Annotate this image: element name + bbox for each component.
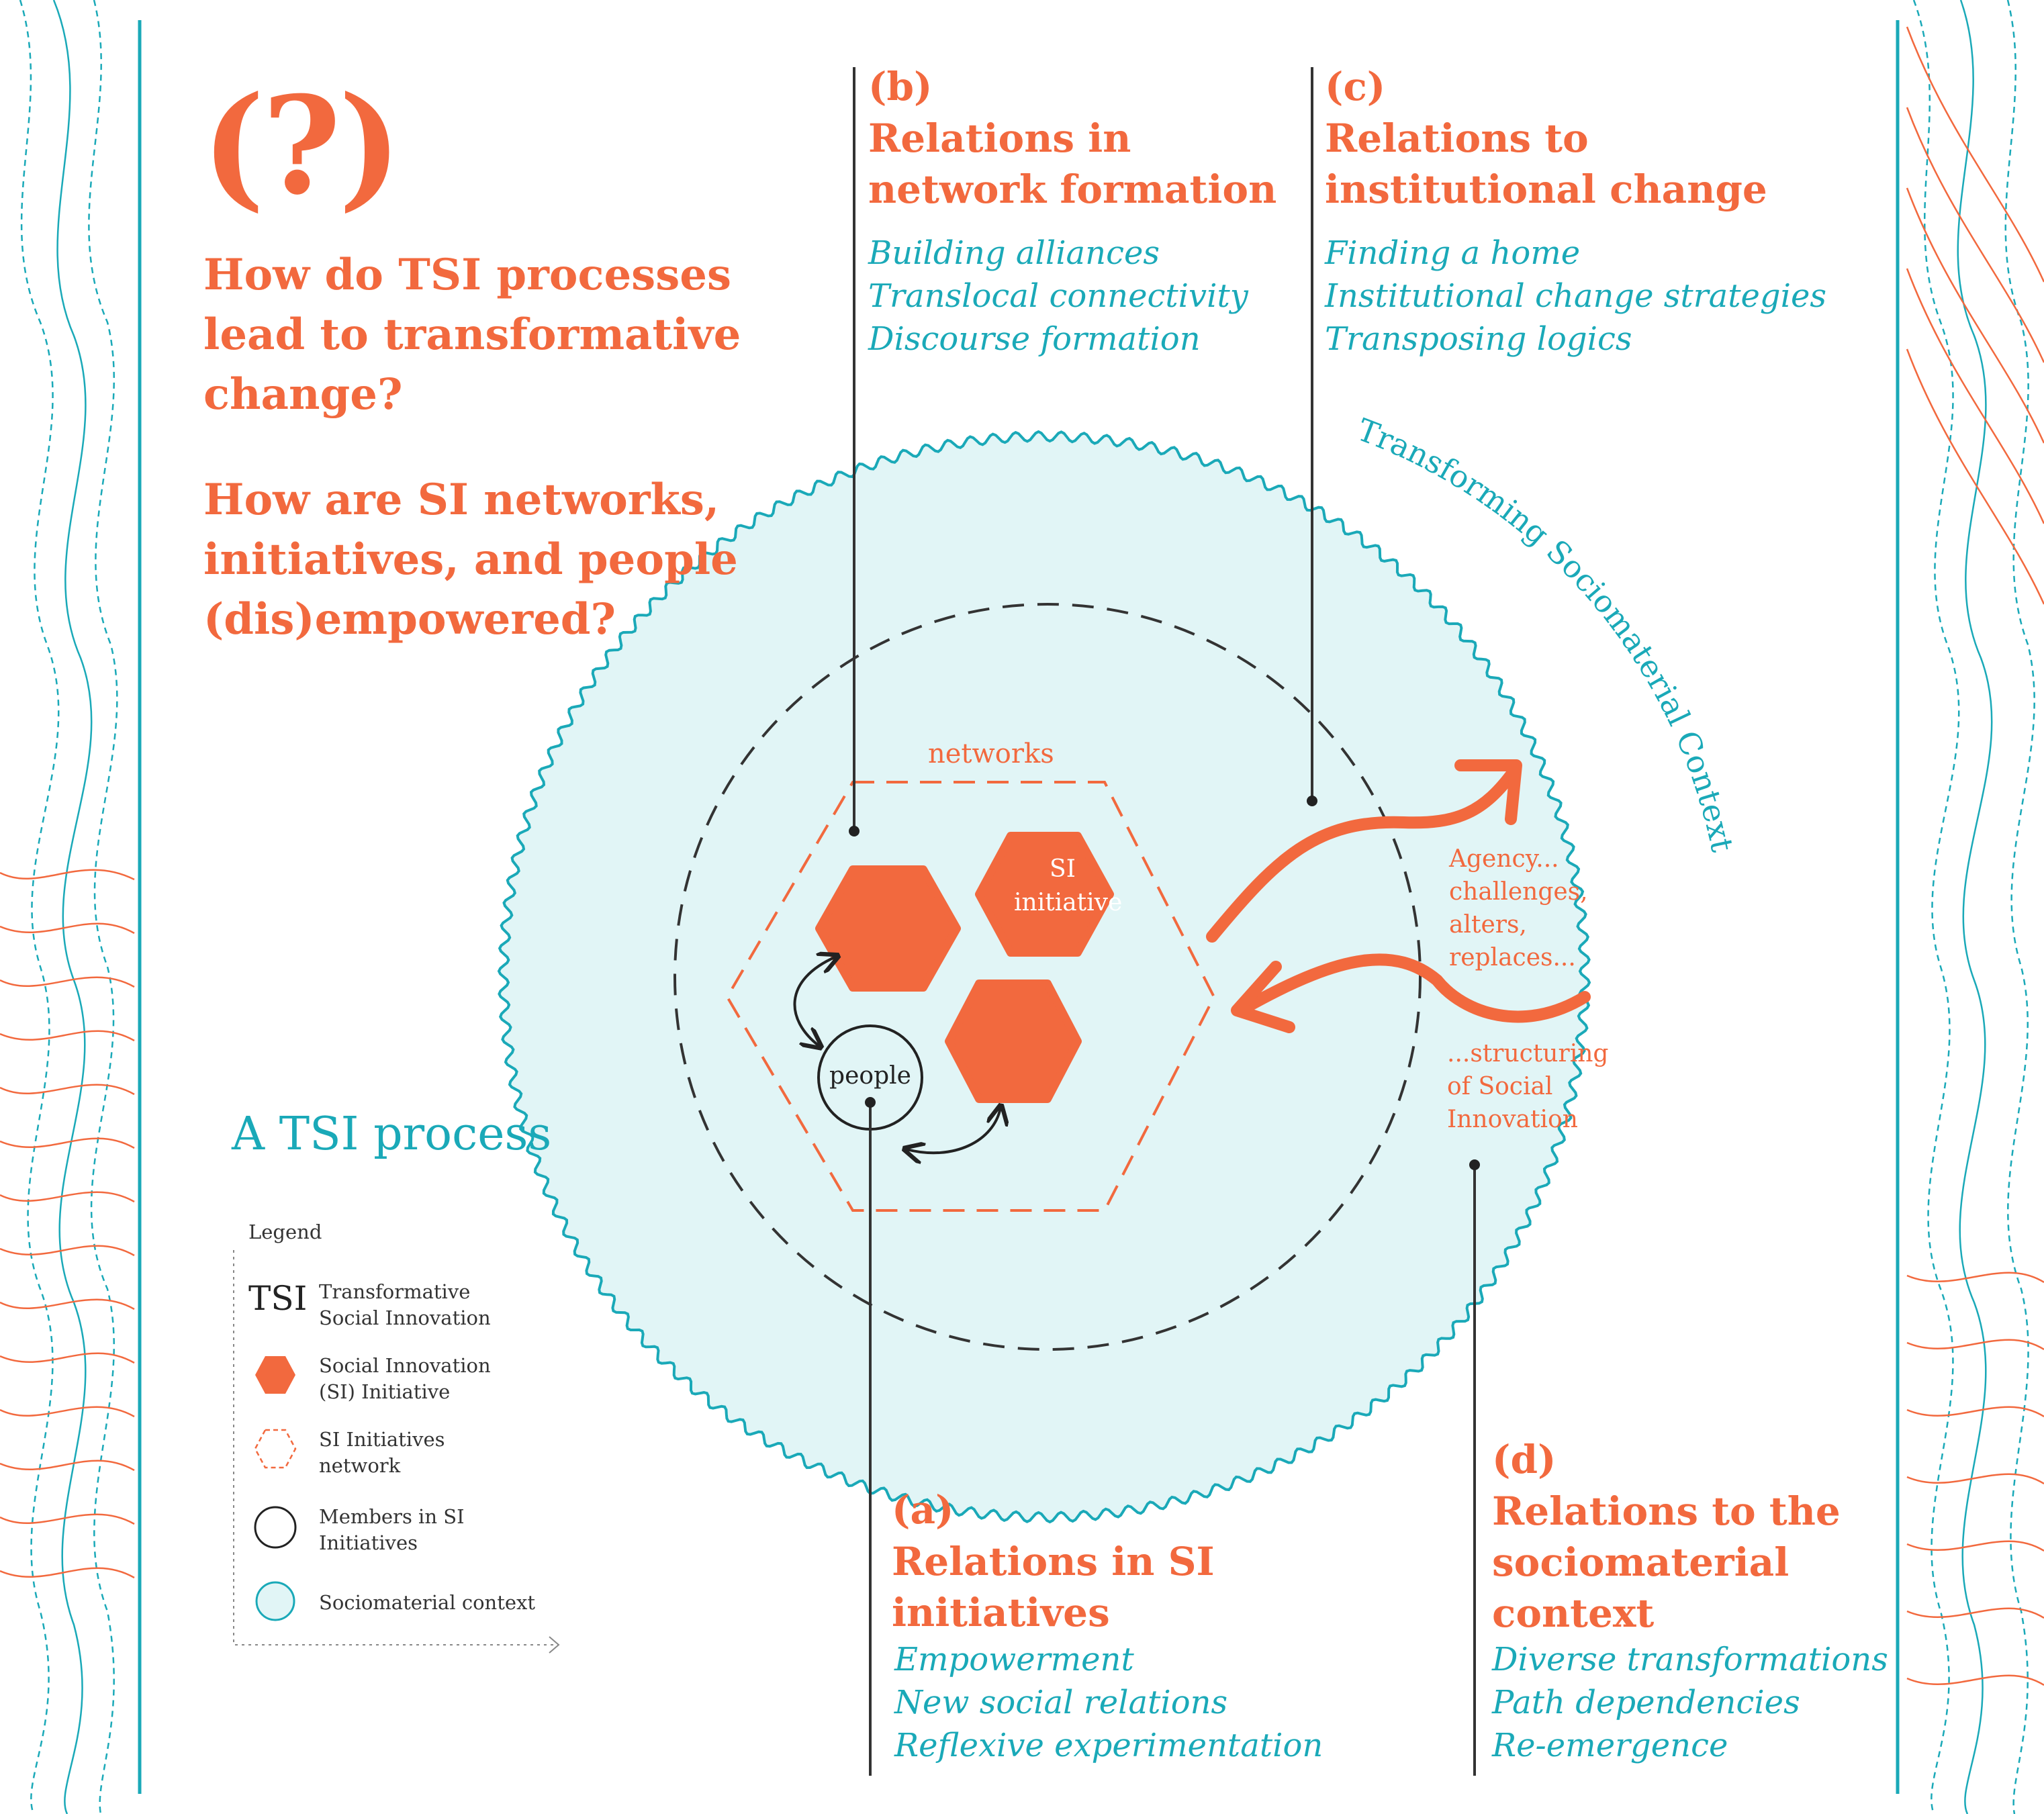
legend-si-initiative-icon <box>255 1356 295 1394</box>
section-a-item: New social relations <box>894 1684 1228 1721</box>
section-c-items: Finding a home Institutional change stra… <box>1325 232 1826 361</box>
section-c-item: Finding a home <box>1325 234 1581 272</box>
legend-frame <box>233 1250 560 1654</box>
si-initiative-hexagon-3 <box>945 980 1082 1103</box>
section-c-letter: (c) <box>1325 64 1386 109</box>
legend-context-icon <box>255 1581 295 1621</box>
si-initiative-hexagon-2 <box>975 832 1114 957</box>
people-initiative-arrow-left <box>793 957 836 1046</box>
section-c-title-line: Relations to <box>1325 115 1589 161</box>
question-1-line: change? <box>203 369 403 420</box>
agency-label-line: challenges, <box>1449 878 1588 906</box>
legend-entry-line: SI Initiatives <box>319 1428 445 1451</box>
section-c-title: Relations to institutional change <box>1325 113 1767 215</box>
structuring-label-line: Innovation <box>1447 1106 1578 1133</box>
right-wave-pattern <box>1906 0 2044 1814</box>
research-question-2: How are SI networks, initiatives, and pe… <box>203 470 738 649</box>
section-b-title-line: network formation <box>868 166 1277 212</box>
agency-label-line: replaces... <box>1449 944 1576 971</box>
structuring-label: ...structuring of Social Innovation <box>1447 1037 1608 1136</box>
section-a-title-line: Relations in SI <box>892 1539 1215 1584</box>
legend-entry-line: Sociomaterial context <box>319 1591 536 1614</box>
legend-entry-line: (SI) Initiative <box>319 1380 451 1403</box>
sociomaterial-context-circle <box>497 430 1591 1524</box>
si-initiative-hexagon-1 <box>815 865 961 992</box>
si-initiative-label-line: SI <box>1050 855 1076 883</box>
section-b-title-line: Relations in <box>868 115 1131 161</box>
structuring-label-line: ...structuring <box>1447 1040 1609 1067</box>
section-a-item: Empowerment <box>894 1641 1134 1678</box>
section-b-letter: (b) <box>868 64 933 109</box>
si-initiative-label-line: initiative <box>1014 889 1123 916</box>
section-a-item: Reflexive experimentation <box>894 1727 1323 1764</box>
agency-label: Agency... challenges, alters, replaces..… <box>1449 843 1588 974</box>
section-b-item: Discourse formation <box>868 320 1201 358</box>
legend-entry-line: Social Innovation <box>319 1354 491 1377</box>
legend-entry-line: Transformative <box>319 1280 471 1303</box>
networks-label: networks <box>928 738 1054 769</box>
legend-entry-line: network <box>319 1454 401 1477</box>
si-initiative-label: SI initiative <box>1014 853 1123 920</box>
legend-entry-tsi: Transformative Social Innovation <box>319 1279 491 1331</box>
section-c-title-line: institutional change <box>1325 166 1767 212</box>
section-a-title: Relations in SI initiatives <box>892 1536 1215 1638</box>
legend-entry-line: Members in SI <box>319 1505 465 1528</box>
section-c-item: Transposing logics <box>1325 320 1632 358</box>
section-a-title-line: initiatives <box>892 1590 1110 1635</box>
section-d-title-line: context <box>1492 1590 1655 1636</box>
networks-hexagon <box>725 781 1216 1212</box>
legend-network-icon <box>254 1429 297 1469</box>
left-wave-pattern <box>0 0 135 1814</box>
research-question-1: How do TSI processes lead to transformat… <box>203 245 741 424</box>
question-1-line: lead to transformative <box>203 309 741 360</box>
legend-tsi-symbol: TSI <box>248 1279 308 1318</box>
people-label: people <box>829 1062 911 1090</box>
section-b-item: Building alliances <box>868 234 1160 272</box>
section-d-letter: (d) <box>1492 1437 1557 1482</box>
section-d-title-line: Relations to the <box>1492 1488 1841 1534</box>
structuring-arrow-head <box>1231 961 1295 1033</box>
leader-dot-b <box>849 826 860 837</box>
question-2-line: initiatives, and people <box>203 534 738 585</box>
agency-label-line: Agency... <box>1449 845 1559 873</box>
legend-title: Legend <box>248 1221 322 1243</box>
legend-entry-line: Initiatives <box>319 1531 418 1554</box>
question-2-line: (dis)empowered? <box>203 594 616 645</box>
legend-entry-members: Members in SI Initiatives <box>319 1504 465 1556</box>
section-d-item: Re-emergence <box>1492 1727 1728 1764</box>
legend-entry-line: Social Innovation <box>319 1306 491 1329</box>
section-c-item: Institutional change strategies <box>1325 277 1827 315</box>
structuring-label-line: of Social <box>1447 1073 1553 1100</box>
section-d-item: Diverse transformations <box>1492 1641 1888 1678</box>
structuring-arrow <box>1243 953 1591 1023</box>
agency-arrow-head <box>1454 759 1522 825</box>
section-a-letter: (a) <box>892 1487 954 1533</box>
section-b-items: Building alliances Translocal connectivi… <box>868 232 1248 361</box>
tsi-process-title: A TSI process <box>232 1108 552 1161</box>
section-d-title: Relations to the sociomaterial context <box>1492 1486 1841 1639</box>
section-d-items: Diverse transformations Path dependencie… <box>1492 1638 1888 1767</box>
leader-dot-a <box>865 1097 876 1108</box>
people-initiative-arrow-bottom <box>907 1108 1001 1153</box>
leader-dot-c <box>1307 796 1317 806</box>
legend-entry-context: Sociomaterial context <box>319 1590 535 1616</box>
section-d-item: Path dependencies <box>1492 1684 1800 1721</box>
section-b-item: Translocal connectivity <box>868 277 1248 315</box>
dashed-inner-circle <box>673 603 1422 1351</box>
question-1-line: How do TSI processes <box>203 250 731 300</box>
section-d-title-line: sociomaterial <box>1492 1539 1790 1585</box>
legend-members-icon <box>254 1506 297 1549</box>
section-a-items: Empowerment New social relations Reflexi… <box>894 1638 1323 1767</box>
question-mark-icon: (?) <box>201 67 402 225</box>
question-2-line: How are SI networks, <box>203 475 720 525</box>
agency-arrow <box>1206 765 1520 943</box>
legend-entry-si-initiative: Social Innovation (SI) Initiative <box>319 1353 491 1405</box>
leader-dot-d <box>1469 1159 1480 1170</box>
section-b-title: Relations in network formation <box>868 113 1276 215</box>
agency-label-line: alters, <box>1449 911 1527 939</box>
legend-entry-network: SI Initiatives network <box>319 1427 445 1479</box>
